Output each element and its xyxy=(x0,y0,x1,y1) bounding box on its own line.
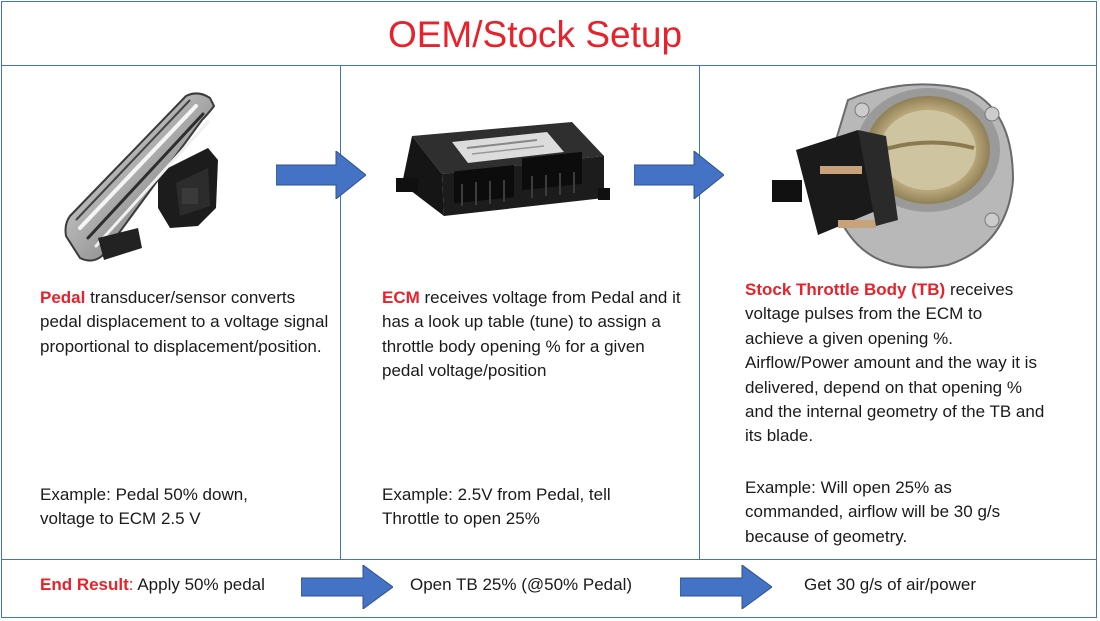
right-arrow-icon xyxy=(276,151,366,199)
pedal-description-text: transducer/sensor converts pedal displac… xyxy=(40,288,329,356)
diagram-title: OEM/Stock Setup xyxy=(387,14,683,55)
throttle-body-highlight: Stock Throttle Body (TB) xyxy=(745,280,946,299)
end-result-label: End Result xyxy=(40,575,129,594)
throttle-body-photo xyxy=(772,83,1015,269)
pedal-description: Pedal transducer/sensor converts pedal d… xyxy=(40,286,330,359)
throttle-body-example: Example: Will open 25% as commanded, air… xyxy=(745,478,1001,546)
right-arrow-icon xyxy=(301,565,393,609)
ecm-description: ECM receives voltage from Pedal and it h… xyxy=(382,286,682,384)
title-divider xyxy=(1,65,1097,66)
pedal-highlight: Pedal xyxy=(40,288,86,307)
ecm-module-photo xyxy=(396,122,610,216)
throttle-body-description-text: receives voltage pulses from the ECM to … xyxy=(745,280,1045,446)
right-arrow-icon xyxy=(680,565,772,609)
pedal-example: Example: Pedal 50% down, voltage to ECM … xyxy=(40,485,248,529)
end-result-step-2: Open TB 25% (@50% Pedal) xyxy=(410,575,633,594)
column-divider-1 xyxy=(340,65,341,559)
bottom-divider xyxy=(1,559,1097,560)
end-result-colon: : xyxy=(128,575,134,594)
end-result-step-1-text: Apply 50% pedal xyxy=(133,575,265,594)
throttle-body-description: Stock Throttle Body (TB) receives voltag… xyxy=(745,278,1045,449)
end-result-step-1: End Result: Apply 50% pedal xyxy=(40,573,265,597)
column-divider-2 xyxy=(699,65,700,559)
accelerator-pedal-photo xyxy=(64,92,218,262)
end-result-step-3: Get 30 g/s of air/power xyxy=(804,575,976,594)
ecm-highlight: ECM xyxy=(382,288,420,307)
ecm-description-text: receives voltage from Pedal and it has a… xyxy=(382,288,681,381)
ecm-example: Example: 2.5V from Pedal, tell Throttle … xyxy=(382,485,611,529)
right-arrow-icon xyxy=(634,151,724,199)
